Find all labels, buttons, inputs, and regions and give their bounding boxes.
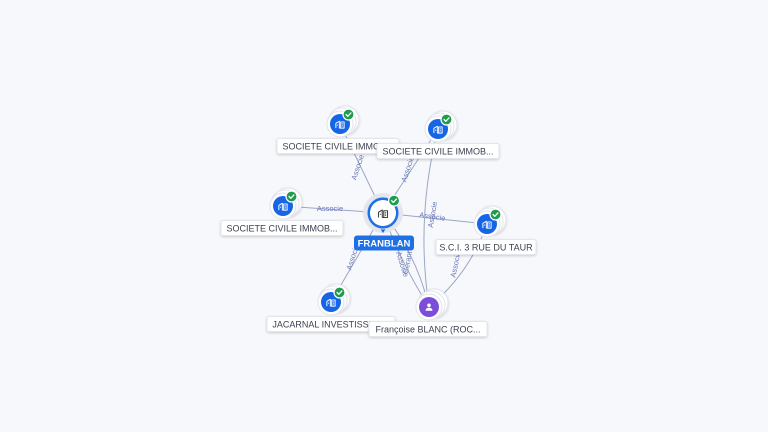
label-text: SOCIETE CIVILE IMMOB...	[226, 223, 337, 233]
graph-node-n1[interactable]	[326, 105, 360, 138]
verified-check-icon	[342, 108, 355, 121]
node-disc	[370, 200, 396, 226]
nodes-layer: SOCIETE CIVILE IMMOB...SOCIETE CIVILE IM…	[220, 105, 537, 337]
graph-node-n6[interactable]	[415, 288, 449, 321]
center-node-label: FRANBLAN	[354, 235, 414, 251]
label-background	[354, 235, 414, 251]
graph-node-n5[interactable]	[317, 283, 351, 316]
edge-label: Associe	[349, 153, 366, 181]
node-label: Françoise BLANC (ROC...	[368, 321, 488, 337]
edge-label: Associe	[426, 201, 439, 228]
graph-node-n3[interactable]	[269, 187, 303, 220]
verified-check-icon	[387, 194, 401, 207]
graph-node-n2[interactable]	[424, 110, 458, 143]
edge-label: Gerant	[401, 250, 414, 275]
label-background	[435, 239, 537, 255]
label-text: Françoise BLANC (ROC...	[375, 324, 480, 334]
graph-node-n4[interactable]	[473, 205, 507, 238]
node-label: SOCIETE CIVILE IMMOB...	[220, 220, 344, 236]
label-background	[376, 143, 500, 159]
node-label: S.C.I. 3 RUE DU TAUR	[435, 239, 537, 255]
label-text: S.C.I. 3 RUE DU TAUR	[439, 242, 533, 252]
node-label: SOCIETE CIVILE IMMOB...	[376, 143, 500, 159]
label-text: SOCIETE CIVILE IMMOB...	[382, 146, 493, 156]
label-background	[220, 220, 344, 236]
label-text: JACARNAL INVESTISSEM...	[272, 319, 389, 329]
edge-label: Associe	[399, 155, 416, 183]
graph-node-center[interactable]	[363, 193, 403, 233]
label-background	[368, 321, 488, 337]
label-text: FRANBLAN	[358, 238, 411, 249]
verified-check-icon	[440, 113, 453, 126]
verified-check-icon	[285, 190, 298, 203]
verified-check-icon	[489, 208, 502, 221]
edge-label: Associe	[419, 210, 446, 223]
label-text: SOCIETE CIVILE IMMOB...	[282, 141, 393, 151]
edge-label: Associe	[317, 204, 343, 213]
verified-check-icon	[333, 286, 346, 299]
